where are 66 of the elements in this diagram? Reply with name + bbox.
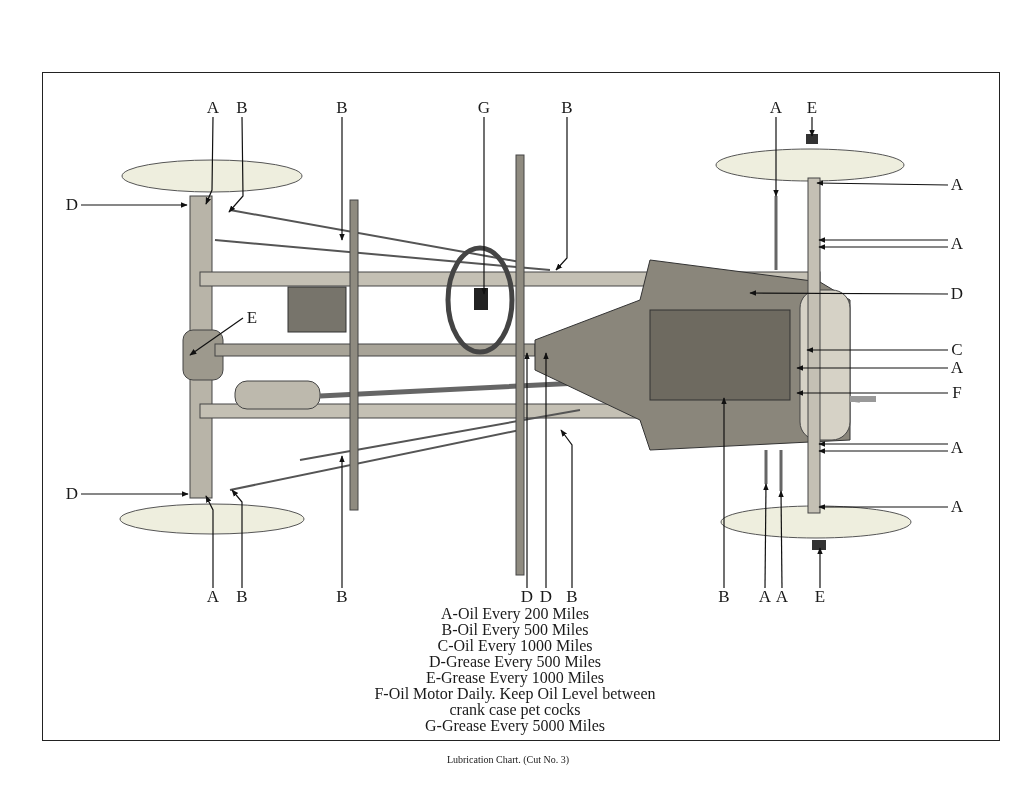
callout-letter: B	[235, 99, 249, 117]
leader-line	[339, 116, 345, 241]
callout-letter: D	[949, 285, 965, 303]
callout-letter: A	[949, 359, 965, 377]
callout-letter: B	[560, 99, 574, 117]
leader-line	[543, 352, 549, 589]
callout-letter: A	[757, 588, 773, 606]
leader-line	[205, 116, 214, 205]
legend-text: G-Grease Every 5000 Miles	[425, 718, 605, 734]
callout-letter: A	[949, 439, 965, 457]
leader-line	[816, 180, 949, 186]
leader-line	[818, 441, 949, 447]
leader-line	[80, 491, 189, 497]
legend-text: A-Oil Every 200 Miles	[441, 606, 589, 622]
leader-line	[773, 116, 779, 197]
callout-letter: E	[805, 99, 819, 117]
leader-line	[749, 290, 949, 296]
leader-line	[339, 455, 345, 589]
callout-letter: E	[813, 588, 827, 606]
leader-line	[721, 397, 727, 589]
leader-line	[555, 116, 568, 271]
callout-letter: D	[538, 588, 554, 606]
leader-line	[231, 489, 243, 589]
leader-line	[205, 495, 214, 589]
callout-letter: B	[717, 588, 731, 606]
leader-line	[818, 448, 949, 454]
leader-line	[817, 547, 823, 589]
legend-text: F-Oil Motor Daily. Keep Oil Level between crank case pet cocks	[373, 686, 657, 718]
callout-letter: A	[949, 235, 965, 253]
callout-letter: E	[245, 309, 259, 327]
callout-letter: D	[64, 485, 80, 503]
leader-line	[809, 116, 815, 137]
leader-line	[763, 483, 769, 589]
leader-line	[481, 116, 487, 295]
callout-letter: A	[774, 588, 790, 606]
callout-letter: B	[235, 588, 249, 606]
leader-line	[560, 429, 573, 589]
leader-line	[806, 347, 949, 353]
callout-letter: B	[335, 99, 349, 117]
leader-line	[524, 352, 530, 589]
callout-letter: C	[950, 341, 964, 359]
callout-letter: D	[519, 588, 535, 606]
callout-letter: A	[205, 99, 221, 117]
legend-text: D-Grease Every 500 Miles	[429, 654, 601, 670]
leader-line	[818, 504, 949, 510]
callout-letter: D	[64, 196, 80, 214]
caption: Lubrication Chart. (Cut No. 3)	[446, 754, 570, 765]
callout-letter: B	[565, 588, 579, 606]
callout-letter: A	[949, 498, 965, 516]
leader-line	[818, 237, 949, 243]
callout-letter: F	[951, 384, 963, 402]
leader-line	[189, 317, 244, 356]
leader-line	[80, 202, 188, 208]
callout-letter: G	[476, 99, 492, 117]
leader-line	[796, 365, 949, 371]
legend-text: E-Grease Every 1000 Miles	[425, 670, 605, 686]
legend-text: C-Oil Every 1000 Miles	[437, 638, 593, 654]
callout-letter: B	[335, 588, 349, 606]
leader-line	[228, 116, 244, 213]
leader-line	[796, 390, 949, 396]
callout-letter: A	[949, 176, 965, 194]
leader-line	[778, 490, 784, 589]
legend-text: B-Oil Every 500 Miles	[441, 622, 589, 638]
callout-letter: A	[768, 99, 784, 117]
leader-line	[818, 244, 949, 250]
callout-letter: A	[205, 588, 221, 606]
